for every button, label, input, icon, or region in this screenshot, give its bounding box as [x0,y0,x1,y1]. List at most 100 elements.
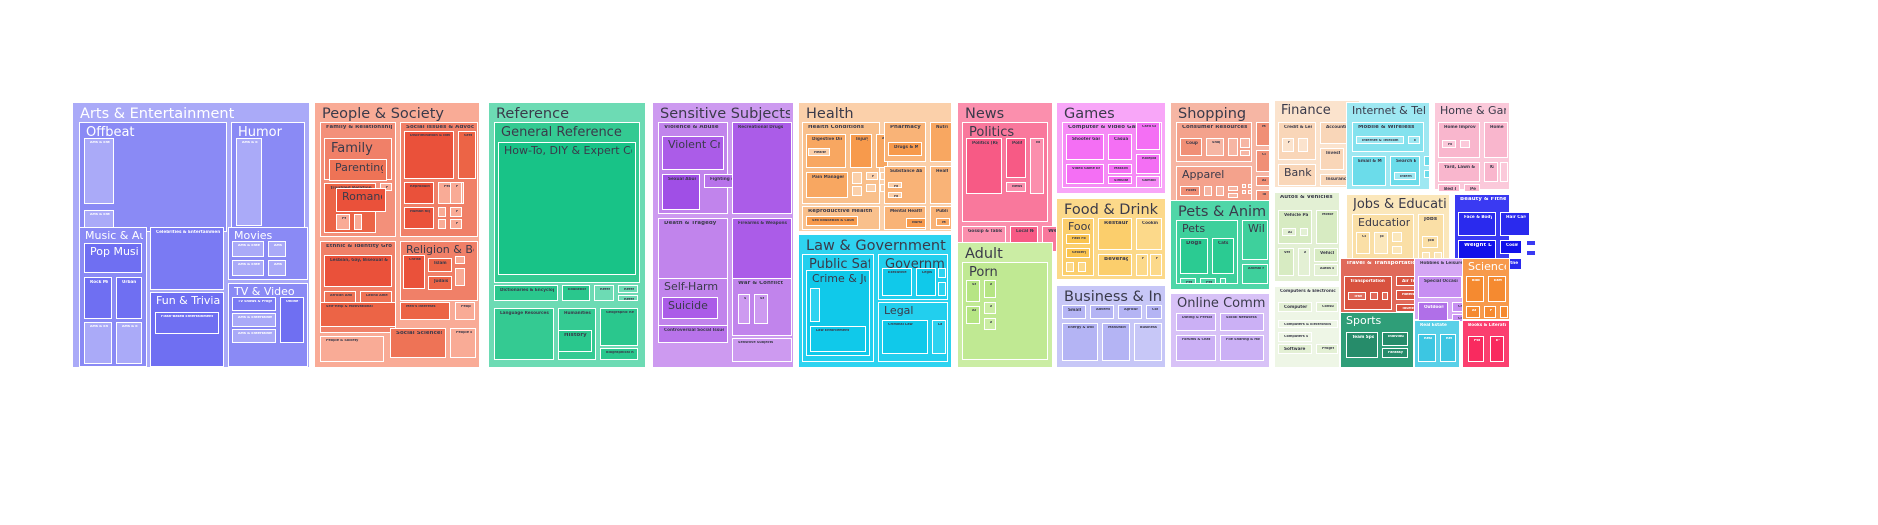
treemap-cell-politics-right[interactable]: Politics (Right) [966,138,1002,194]
treemap-cell-green-living-environmental-issues[interactable]: Green Living & Environmental Issues [458,131,476,179]
treemap-cell-law-government[interactable]: Law & Government [810,288,820,322]
treemap-cell-reference[interactable]: Reference [594,285,614,301]
treemap-cell-pop-music[interactable]: Pop Music [84,243,142,273]
treemap-cell-vehicle-shopping[interactable]: Vehicle Shopping [1314,248,1338,262]
treemap-cell-social-sciences[interactable]: Social Sciences [390,328,446,358]
treemap-cell-romance[interactable]: Romance [336,188,386,212]
treemap-cell-human-rights-liberties[interactable]: Human Rights & Liberties [404,207,434,229]
treemap-cell-how-to-diy-expert-content[interactable]: How-To, DIY & Expert Content [498,142,636,275]
treemap-cell-news[interactable]: News [1006,182,1026,192]
treemap-cell-legislative-branch[interactable]: Legislative Branch [916,268,936,296]
treemap-cell-fantasy-sports[interactable]: Fantasy Sports [1382,348,1408,358]
treemap-cell-jobs-education[interactable]: Jobs & Education [1374,232,1388,254]
treemap-cell-shopping[interactable]: Shopping [1228,193,1238,198]
treemap-cell-criminal-law[interactable]: Criminal Law [882,320,928,354]
treemap-cell-outdoors[interactable]: Outdoors [1418,302,1448,322]
treemap-cell-shopping[interactable]: Shopping [1242,190,1246,194]
treemap-cell-people-society[interactable]: People & Society [438,207,446,217]
treemap-cell-web-services[interactable]: Web Services [1424,156,1430,166]
treemap-cell-autos-vehicles[interactable]: Autos & Vehicles [1282,228,1296,236]
treemap-cell-cooking-recipes[interactable]: Cooking & Recipes [1136,218,1162,250]
treemap-cell-law-government[interactable]: Law & Government [932,320,946,354]
treemap-cell-death-tragedy[interactable]: Death & Tragedy [658,218,728,280]
treemap-cell-arts-entertainment[interactable]: Arts & Entertainment [232,260,264,276]
treemap-cell-cosmetic-procedures[interactable]: Cosmetic Procedures [1500,240,1522,254]
treemap-cell-energy-utilities[interactable]: Energy & Utilities [1062,323,1098,361]
treemap-cell-sensitive-subjects[interactable]: Sensitive Subjects [732,338,792,362]
treemap-cell-biological-sciences[interactable]: Biological Sciences [1466,276,1484,302]
treemap-cell-search-engines[interactable]: Search Engines [1390,156,1420,186]
treemap-cell-social-networks[interactable]: Social Networks [1220,313,1264,331]
treemap-cell-people-society[interactable]: People & Society [320,336,384,362]
treemap-cell-email-messaging[interactable]: Email & Messaging [1352,156,1386,186]
treemap-cell-colleges-universities[interactable]: Colleges & Universities [1356,232,1370,254]
treemap-cell-casual-games[interactable]: Casual Games [1108,134,1132,160]
treemap-cell-shopping[interactable]: Shopping [1248,184,1252,188]
treemap-cell-educational-resources[interactable]: Educational Resources [562,285,590,301]
treemap-cell-special-occasions[interactable]: Special Occasions [1418,276,1462,298]
treemap-cell-kitchen-dining[interactable]: Kitchen & Dining [1484,162,1498,182]
treemap-cell-pets-animals[interactable]: Pets & Animals [1180,278,1196,284]
treemap-cell-mass-merchants-department-stores[interactable]: Mass Merchants & Department Stores [1256,122,1270,146]
treemap-cell-small-business[interactable]: Small Business [1062,305,1086,319]
treemap-cell-jobs-education[interactable]: Jobs & Education [1392,246,1402,254]
treemap-cell-executive-branch[interactable]: Executive Branch [882,268,912,296]
treemap-cell-violent-crime[interactable]: Violent Crime [662,136,724,170]
treemap-cell-autos-vehicles[interactable]: Autos & Vehicles [1298,248,1310,276]
treemap-cell-self-help-motivational[interactable]: Self-Help & Motivational [320,302,396,327]
treemap-cell-health-education-medical-training[interactable]: Health Education & Medical Training [930,166,952,204]
treemap-cell-health[interactable]: Health [888,192,902,198]
treemap-cell-discrimination-identity-relations[interactable]: Discrimination & Identity Relations [404,131,454,179]
treemap-cell-celebrities-entertainment-news[interactable]: Celebrities & Entertainment News [150,227,224,290]
treemap-cell-adult-services[interactable]: Adult Services [966,306,980,324]
treemap-cell-autos-vehicles[interactable]: Autos & Vehicles [1300,228,1308,236]
treemap-cell-construction-maintenance[interactable]: Construction & Maintenance [1146,305,1162,319]
treemap-cell-beauty-fitness[interactable]: Beauty & Fitness [1526,240,1536,246]
treemap-cell-poetry[interactable]: Poetry [1468,336,1484,362]
treemap-cell-home-garden[interactable]: Home & Garden [1442,140,1456,148]
treemap-cell-grocery-food-retailers[interactable]: Grocery & Food Retailers [1066,248,1090,258]
treemap-cell-suicide[interactable]: Suicide [662,297,718,319]
treemap-cell-people-society[interactable]: People & Society [455,256,465,264]
treemap-cell-finance[interactable]: Finance [1282,138,1294,152]
treemap-cell-shopping[interactable]: Shopping [1216,186,1224,196]
treemap-cell-people-society[interactable]: People & Society [455,268,465,286]
treemap-cell-service-providers[interactable]: Service Providers [1424,170,1430,178]
treemap-cell-history[interactable]: History [558,330,592,352]
treemap-cell-reference[interactable]: Reference [618,285,638,293]
treemap-cell-autos-vehicles[interactable]: Autos & Vehicles [1314,264,1338,276]
treemap-cell-dogs[interactable]: Dogs [1180,238,1208,274]
treemap-cell-shopping[interactable]: Shopping [1240,150,1250,156]
treemap-cell-arts-entertainment[interactable]: Arts & Entertainment [84,138,114,204]
treemap-cell-hair-care[interactable]: Hair Care [1500,212,1530,236]
treemap-cell-arts-entertainment[interactable]: Arts & Entertainment [84,322,112,364]
treemap-cell-shooter-games[interactable]: Shooter Games [1066,134,1104,160]
treemap-cell-biographical-reference[interactable]: Biographical Reference [600,348,638,360]
treemap-cell-shopping[interactable]: Shopping [1206,138,1224,156]
treemap-cell-consumer-electronics[interactable]: Consumer Electronics [1316,302,1338,312]
treemap-cell-computer-security[interactable]: Computer Security [1278,302,1312,312]
treemap-cell-yard-lawn-garden[interactable]: Yard, Lawn & Garden [1438,162,1480,182]
treemap-cell-dating-personals[interactable]: Dating & Personals [1176,313,1216,331]
treemap-cell-arts-entertainment[interactable]: Arts & Entertainment [236,138,262,226]
treemap-cell-people-society[interactable]: People & Society [450,328,476,358]
treemap-cell-job-listings[interactable]: Job Listings [1422,236,1438,248]
treemap-cell-programming[interactable]: Programming [1316,344,1338,354]
treemap-cell-medical-devices-equipment[interactable]: Medical Devices & Equipment [936,218,950,226]
treemap-cell-law-government[interactable]: Law & Government [938,282,946,296]
treemap-cell-internet-telecom[interactable]: Internet & Telecom [1408,136,1420,144]
treemap-cell-controversial-social-issues[interactable]: Controversial Social Issues [658,325,728,343]
treemap-cell-sexual-abuse[interactable]: Sexual Abuse [662,174,700,210]
treemap-cell-people-society[interactable]: People & Society [450,207,462,217]
treemap-cell-health[interactable]: Health [808,148,830,156]
treemap-cell-adult[interactable]: Adult [984,318,996,330]
treemap-cell-people-society[interactable]: People & Society [336,214,350,230]
treemap-cell-home-interior-decor[interactable]: Home & Interior Decor [1484,122,1508,158]
treemap-cell-team-sports[interactable]: Team Sports [1346,332,1378,358]
treemap-cell-drugs-medications[interactable]: Drugs & Medications [888,142,922,156]
treemap-cell-christianity[interactable]: Christianity [403,255,425,289]
treemap-cell-beauty-fitness[interactable]: Beauty & Fitness [1526,250,1536,256]
treemap-cell-health[interactable]: Health [852,186,862,196]
treemap-cell-manufacturing[interactable]: Manufacturing [1102,323,1130,361]
treemap-cell-auctions[interactable]: Auctions [1256,176,1270,186]
